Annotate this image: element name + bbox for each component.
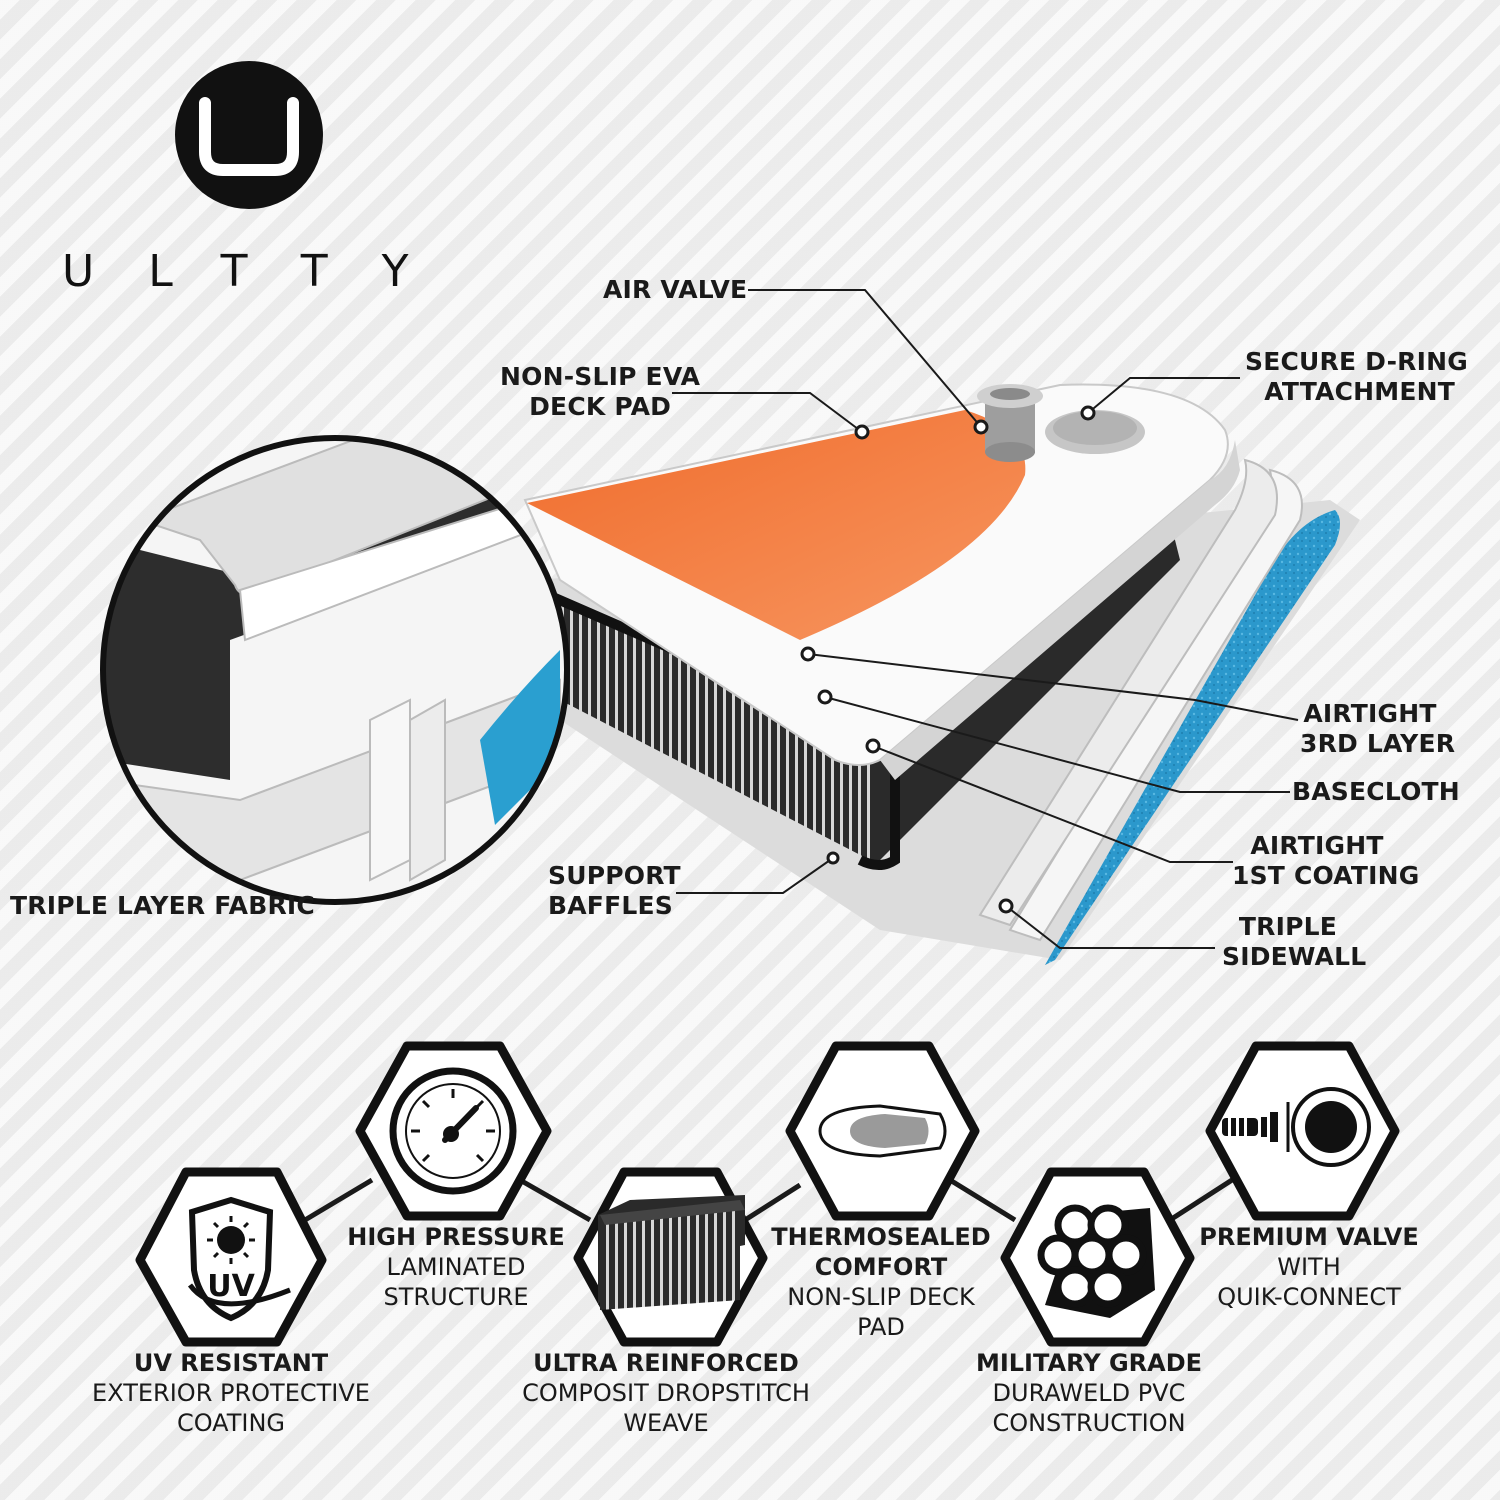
feature-subtitle: EXTERIOR PROTECTIVE: [92, 1379, 370, 1407]
uv-shield-icon: UV: [187, 1196, 291, 1322]
hex-uv: [135, 1167, 327, 1347]
feature-subtitle: COATING: [176, 1409, 286, 1437]
feature-title: HIGH PRESSURE: [347, 1223, 565, 1251]
svg-text:UV: UV: [207, 1269, 255, 1304]
label-triple-sidewall-line1: TRIPLE: [1238, 912, 1338, 941]
label-air-valve: AIR VALVE: [603, 275, 748, 304]
label-airtight-1st-line2: 1ST COATING: [1232, 861, 1420, 890]
brand-logo: [175, 61, 323, 209]
label-deck-pad-line1: NON-SLIP EVA: [500, 362, 701, 391]
label-triple-sidewall-line2: SIDEWALL: [1222, 942, 1367, 971]
feature-subtitle: WEAVE: [623, 1409, 709, 1437]
label-airtight-3rd: AIRTIGHT 3RD LAYER: [1300, 699, 1456, 759]
valve-icon: [1222, 1087, 1371, 1167]
hex-valve: [1205, 1041, 1400, 1221]
feature-title: MILITARY GRADE: [975, 1349, 1203, 1377]
feature-subtitle: COMFORT: [814, 1253, 948, 1281]
label-airtight-1st-line1: AIRTIGHT: [1250, 831, 1384, 860]
label-deck-pad-line2: DECK PAD: [529, 392, 672, 421]
label-deck-pad: NON-SLIP EVA DECK PAD: [500, 362, 700, 422]
label-triple-sidewall: TRIPLE SIDEWALL: [1222, 912, 1367, 972]
dropstitch-icon: [598, 1195, 745, 1310]
feature-subtitle: QUIK-CONNECT: [1217, 1283, 1401, 1311]
board-cross-section: [523, 383, 1360, 965]
label-d-ring-line1: SECURE D-RING: [1245, 347, 1468, 376]
feature-subtitle: COMPOSIT DROPSTITCH: [522, 1379, 810, 1407]
feature-subtitle: WITH: [1277, 1253, 1341, 1281]
pressure-gauge-icon: [389, 1067, 517, 1195]
label-support-baffles-line2: BAFFLES: [548, 891, 673, 920]
feature-uv-resistant: UV RESISTANT EXTERIOR PROTECTIVE COATING: [80, 1348, 382, 1438]
feature-connectors: [303, 1177, 1234, 1223]
feature-subtitle: LAMINATED: [386, 1253, 526, 1281]
leader-lines: [672, 289, 1299, 949]
label-triple-layer-fabric: TRIPLE LAYER FABRIC: [10, 891, 315, 920]
feature-subtitle: CONSTRUCTION: [992, 1409, 1186, 1437]
pvc-roll-icon: [1037, 1204, 1155, 1318]
feature-subtitle: PAD: [857, 1313, 905, 1341]
label-support-baffles: SUPPORT BAFFLES: [548, 861, 681, 921]
feature-military-grade: MILITARY GRADE DURAWELD PVC CONSTRUCTION: [958, 1348, 1220, 1438]
label-basecloth: BASECLOTH: [1292, 777, 1460, 806]
label-airtight-1st: AIRTIGHT 1ST COATING: [1232, 831, 1420, 891]
triple-layer-zoom: [100, 435, 570, 905]
feature-title: ULTRA REINFORCED: [533, 1349, 799, 1377]
label-airtight-3rd-line1: AIRTIGHT: [1303, 699, 1437, 728]
feature-high-pressure: HIGH PRESSURE LAMINATED STRUCTURE: [330, 1222, 582, 1312]
label-d-ring: SECURE D-RING ATTACHMENT: [1245, 347, 1468, 407]
feature-subtitle: DURAWELD PVC: [992, 1379, 1186, 1407]
feature-premium-valve: PREMIUM VALVE WITH QUIK-CONNECT: [1188, 1222, 1430, 1312]
label-support-baffles-line1: SUPPORT: [548, 861, 681, 890]
feature-subtitle: STRUCTURE: [383, 1283, 529, 1311]
brand-wordmark: ULTTY: [62, 246, 463, 297]
feature-subtitle: NON-SLIP DECK: [787, 1283, 975, 1311]
feature-title: PREMIUM VALVE: [1199, 1223, 1419, 1251]
leader-dots: [800, 405, 1096, 914]
label-d-ring-line2: ATTACHMENT: [1264, 377, 1455, 406]
feature-title: UV RESISTANT: [133, 1349, 329, 1377]
label-airtight-3rd-line2: 3RD LAYER: [1300, 729, 1456, 758]
feature-ultra-reinforced: ULTRA REINFORCED COMPOSIT DROPSTITCH WEA…: [505, 1348, 827, 1438]
feature-thermosealed: THERMOSEALED COMFORT NON-SLIP DECK PAD: [760, 1222, 1002, 1342]
feature-title: THERMOSEALED: [771, 1223, 991, 1251]
deck-pad-icon: [818, 1104, 947, 1158]
